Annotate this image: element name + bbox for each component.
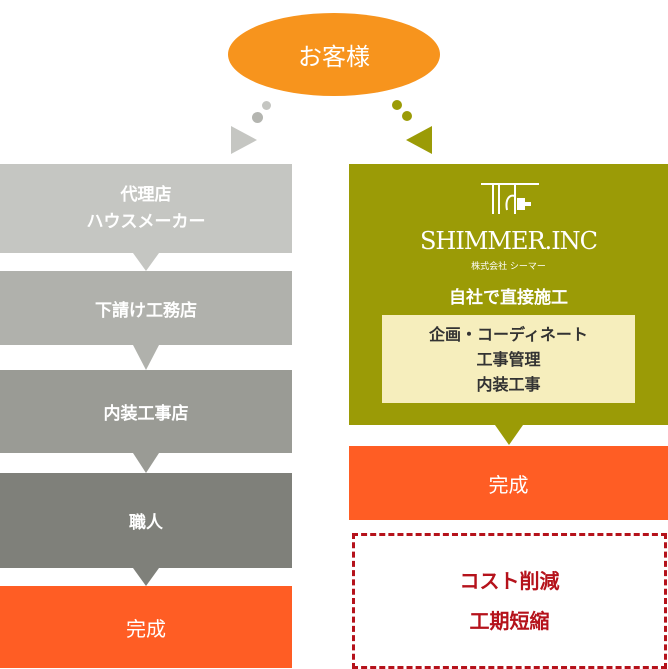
customer-node: お客様: [228, 13, 440, 96]
left-step-craftsman: 職人: [0, 473, 292, 568]
benefits-box: コスト削減 工期短縮: [352, 533, 667, 669]
services-box: 企画・コーディネート 工事管理 内装工事: [382, 315, 635, 403]
right-connector-dot-small: [402, 111, 412, 121]
shimmer-company-subtitle: 株式会社 シーマー: [471, 261, 546, 272]
right-connector-dot-large: [392, 100, 402, 110]
customer-label: お客様: [298, 43, 370, 71]
shimmer-panel: SHIMMER.INC 株式会社 シーマー 自社で直接施工 企画・コーディネート…: [349, 164, 668, 425]
service-item-interior: 内装工事: [476, 374, 541, 394]
benefit-cost-reduction: コスト削減: [459, 569, 560, 593]
left-step-agency-line2: ハウスメーカー: [86, 211, 206, 232]
right-final-completion-label: 完成: [488, 472, 529, 497]
left-step-agency-line1: 代理店: [120, 184, 172, 205]
left-arrow-4: [133, 568, 159, 586]
benefit-shorter-schedule: 工期短縮: [469, 609, 550, 633]
left-step-interior-contractor: 内装工事店: [0, 370, 292, 453]
right-final-completion: 完成: [349, 446, 668, 520]
left-final-completion-label: 完成: [126, 616, 166, 641]
right-connector-arrow: [406, 126, 432, 154]
left-arrow-1: [133, 253, 159, 271]
left-arrow-3: [133, 453, 159, 473]
shimmer-tagline: 自社で直接施工: [449, 287, 568, 308]
shimmer-logo-icon: [481, 183, 539, 214]
right-arrow: [495, 425, 523, 445]
left-connector-dot-large: [252, 112, 263, 123]
service-item-management: 工事管理: [476, 349, 541, 369]
left-arrow-2: [133, 345, 159, 370]
left-connector-dot-small: [262, 101, 271, 110]
shimmer-company-name: SHIMMER.INC: [419, 227, 598, 255]
left-step-agency: 代理店 ハウスメーカー: [0, 164, 292, 253]
left-step-subcontractor-label: 下請け工務店: [95, 300, 197, 321]
left-step-interior-contractor-label: 内装工事店: [103, 404, 189, 424]
left-connector-arrow: [231, 126, 257, 154]
left-final-completion: 完成: [0, 586, 292, 668]
left-step-craftsman-label: 職人: [129, 513, 163, 533]
service-item-planning: 企画・コーディネート: [429, 324, 588, 344]
left-step-subcontractor: 下請け工務店: [0, 271, 292, 345]
